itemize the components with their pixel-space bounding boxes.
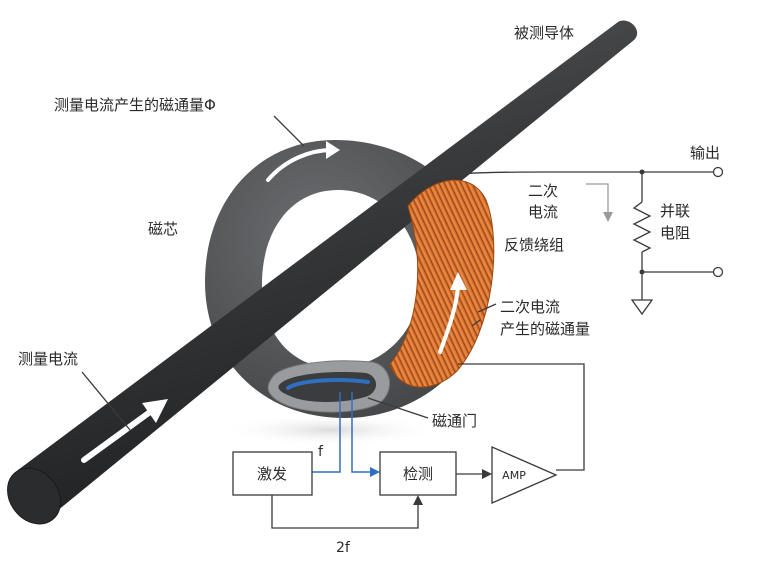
label-parallel-resistor-1: 并联 bbox=[660, 202, 690, 220]
label-secondary-current-2: 电流 bbox=[528, 203, 558, 221]
label-secondary-flux-2: 产生的磁通量 bbox=[500, 320, 590, 338]
flux-arrow-winding bbox=[438, 272, 467, 354]
label-fluxgate: 磁通门 bbox=[432, 412, 477, 430]
label-output: 输出 bbox=[690, 144, 720, 162]
label-parallel-resistor-2: 电阻 bbox=[660, 224, 690, 242]
output-terminal-top bbox=[712, 166, 724, 178]
current-arrow-conductor bbox=[81, 399, 168, 463]
conductor-rod bbox=[7, 20, 638, 525]
flux-arrow-core bbox=[266, 141, 340, 182]
secondary-current-arrow bbox=[586, 183, 609, 214]
amp-block: AMP bbox=[491, 446, 558, 504]
label-conductor: 被测导体 bbox=[514, 24, 574, 42]
label-secondary-flux-1: 二次电流 bbox=[500, 298, 560, 316]
label-freq-f: f bbox=[318, 444, 324, 460]
excitation-label: 激发 bbox=[257, 465, 287, 483]
label-core: 磁芯 bbox=[148, 220, 178, 238]
ground-shadow bbox=[220, 414, 440, 446]
fluxgate-slot bbox=[267, 360, 390, 413]
fluxgate-blue-strip bbox=[286, 378, 370, 390]
detection-block: 检测 bbox=[379, 451, 457, 496]
ground-symbol bbox=[630, 299, 654, 316]
output-terminal-bottom bbox=[712, 266, 724, 278]
block-wiring bbox=[271, 469, 492, 529]
output-circuit bbox=[458, 166, 724, 471]
leader-lines bbox=[81, 115, 497, 431]
label-measured-flux: 测量电流产生的磁通量Φ bbox=[54, 96, 216, 114]
excitation-block: 激发 bbox=[232, 451, 313, 496]
feedback-winding bbox=[389, 179, 495, 388]
label-freq-2f: 2f bbox=[336, 540, 351, 556]
amp-label: AMP bbox=[502, 469, 526, 482]
detection-label: 检测 bbox=[403, 465, 433, 483]
conductor-end bbox=[7, 467, 61, 525]
fluxgate-signal-lines bbox=[312, 392, 380, 477]
label-secondary-current-1: 二次 bbox=[528, 182, 558, 200]
label-feedback-winding: 反馈绕组 bbox=[504, 236, 564, 254]
label-measured-current: 测量电流 bbox=[18, 350, 78, 368]
parallel-resistor bbox=[632, 201, 652, 253]
